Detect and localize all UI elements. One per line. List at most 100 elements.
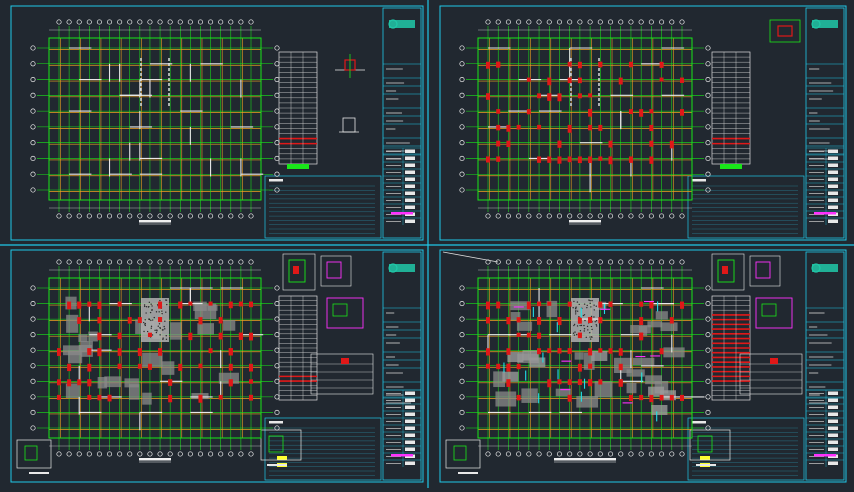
hatch-region — [638, 325, 648, 336]
axis-bubble — [638, 259, 644, 265]
core-hatch-dot — [157, 325, 159, 327]
axis-bubble — [705, 77, 711, 83]
detail-column — [777, 25, 793, 37]
column — [117, 332, 122, 340]
title-block-cell-text — [405, 198, 415, 202]
company-logo — [812, 264, 838, 272]
axis-bubble — [30, 61, 36, 67]
axis-bubble — [177, 19, 183, 25]
axis-bubble — [516, 19, 522, 25]
company-logo — [389, 264, 415, 272]
column — [198, 363, 203, 369]
title-block-cell-text — [828, 433, 838, 437]
hatch-region — [128, 384, 140, 400]
axis-bubble — [607, 451, 614, 457]
axis-bubble — [30, 45, 36, 51]
axis-bubble — [208, 19, 214, 25]
detail-frame — [749, 255, 781, 287]
core-hatch-dot — [576, 301, 579, 303]
title-block-cell-text — [405, 412, 415, 416]
axis-bubble — [274, 92, 280, 98]
axis-bubble — [208, 451, 214, 457]
column — [526, 109, 531, 115]
detail-frame — [769, 19, 801, 43]
axis-bubble — [56, 19, 62, 25]
core-hatch-dot — [144, 324, 147, 327]
core-hatch-dot — [143, 304, 146, 306]
hatch-region — [632, 357, 655, 366]
axis-bubble — [638, 19, 644, 25]
column — [178, 301, 183, 309]
detail-rebar — [717, 259, 735, 283]
hatch-region — [88, 331, 98, 342]
column — [97, 348, 102, 357]
axis-bubble — [218, 451, 224, 457]
axis-bubble — [705, 425, 711, 431]
core-hatch-dot — [591, 328, 593, 331]
title-block-cell-text — [828, 426, 838, 430]
column — [598, 301, 603, 308]
core-hatch-dot — [586, 325, 589, 328]
hatch-region — [647, 321, 663, 328]
axis-bubble — [459, 155, 465, 161]
core-hatch-dot — [589, 302, 591, 305]
axis-bubble — [238, 19, 244, 25]
column — [147, 363, 152, 370]
axis-bubble — [679, 19, 685, 25]
axis-bubble — [76, 451, 82, 457]
hatch-region — [626, 369, 645, 377]
core-hatch-dot — [574, 331, 576, 333]
axis-bubble — [30, 363, 36, 369]
column — [547, 93, 552, 100]
axis-bubble — [597, 19, 603, 25]
column — [158, 317, 163, 322]
corner-detail-rebar — [697, 435, 713, 453]
axis-bubble — [556, 213, 563, 219]
core-hatch-dot — [162, 329, 164, 331]
axis-bubble — [177, 451, 183, 457]
title-block-cell-text — [828, 405, 838, 409]
column — [87, 363, 92, 372]
column — [57, 379, 61, 386]
column — [598, 156, 603, 161]
column — [486, 93, 490, 100]
hatch-region — [516, 321, 533, 331]
column — [97, 394, 102, 401]
axis-bubble — [96, 451, 102, 457]
column — [97, 332, 102, 341]
column — [669, 394, 674, 401]
hatch-region — [78, 334, 88, 342]
sheet-4[interactable] — [439, 249, 847, 483]
schedule-table — [711, 51, 751, 169]
column — [557, 348, 562, 354]
axis-bubble — [30, 285, 36, 291]
title-block-cell-text — [828, 412, 838, 416]
column — [618, 77, 623, 85]
column — [639, 317, 644, 326]
axis-bubble — [167, 451, 173, 457]
column — [57, 394, 61, 400]
axis-bubble — [648, 19, 654, 25]
sheet-1[interactable] — [10, 5, 424, 241]
axis-bubble — [167, 259, 173, 265]
drawing-number-stroke — [391, 212, 413, 215]
axis-bubble — [127, 213, 133, 219]
title-block-cell-text — [828, 419, 838, 423]
core-hatch-dot — [579, 329, 582, 332]
axis-bubble — [648, 213, 654, 219]
core-hatch-dot — [148, 318, 150, 321]
column — [547, 348, 552, 354]
column — [496, 363, 501, 370]
core-hatch-dot — [150, 309, 153, 311]
detail-caption — [267, 464, 287, 466]
axis-bubble — [274, 171, 280, 177]
axis-bubble — [659, 19, 665, 25]
sheet-3[interactable] — [10, 249, 424, 483]
axis-bubble — [30, 347, 36, 353]
axis-bubble — [459, 171, 465, 177]
column — [137, 363, 142, 369]
axis-bubble — [248, 213, 254, 219]
sheet-2[interactable] — [439, 5, 847, 241]
